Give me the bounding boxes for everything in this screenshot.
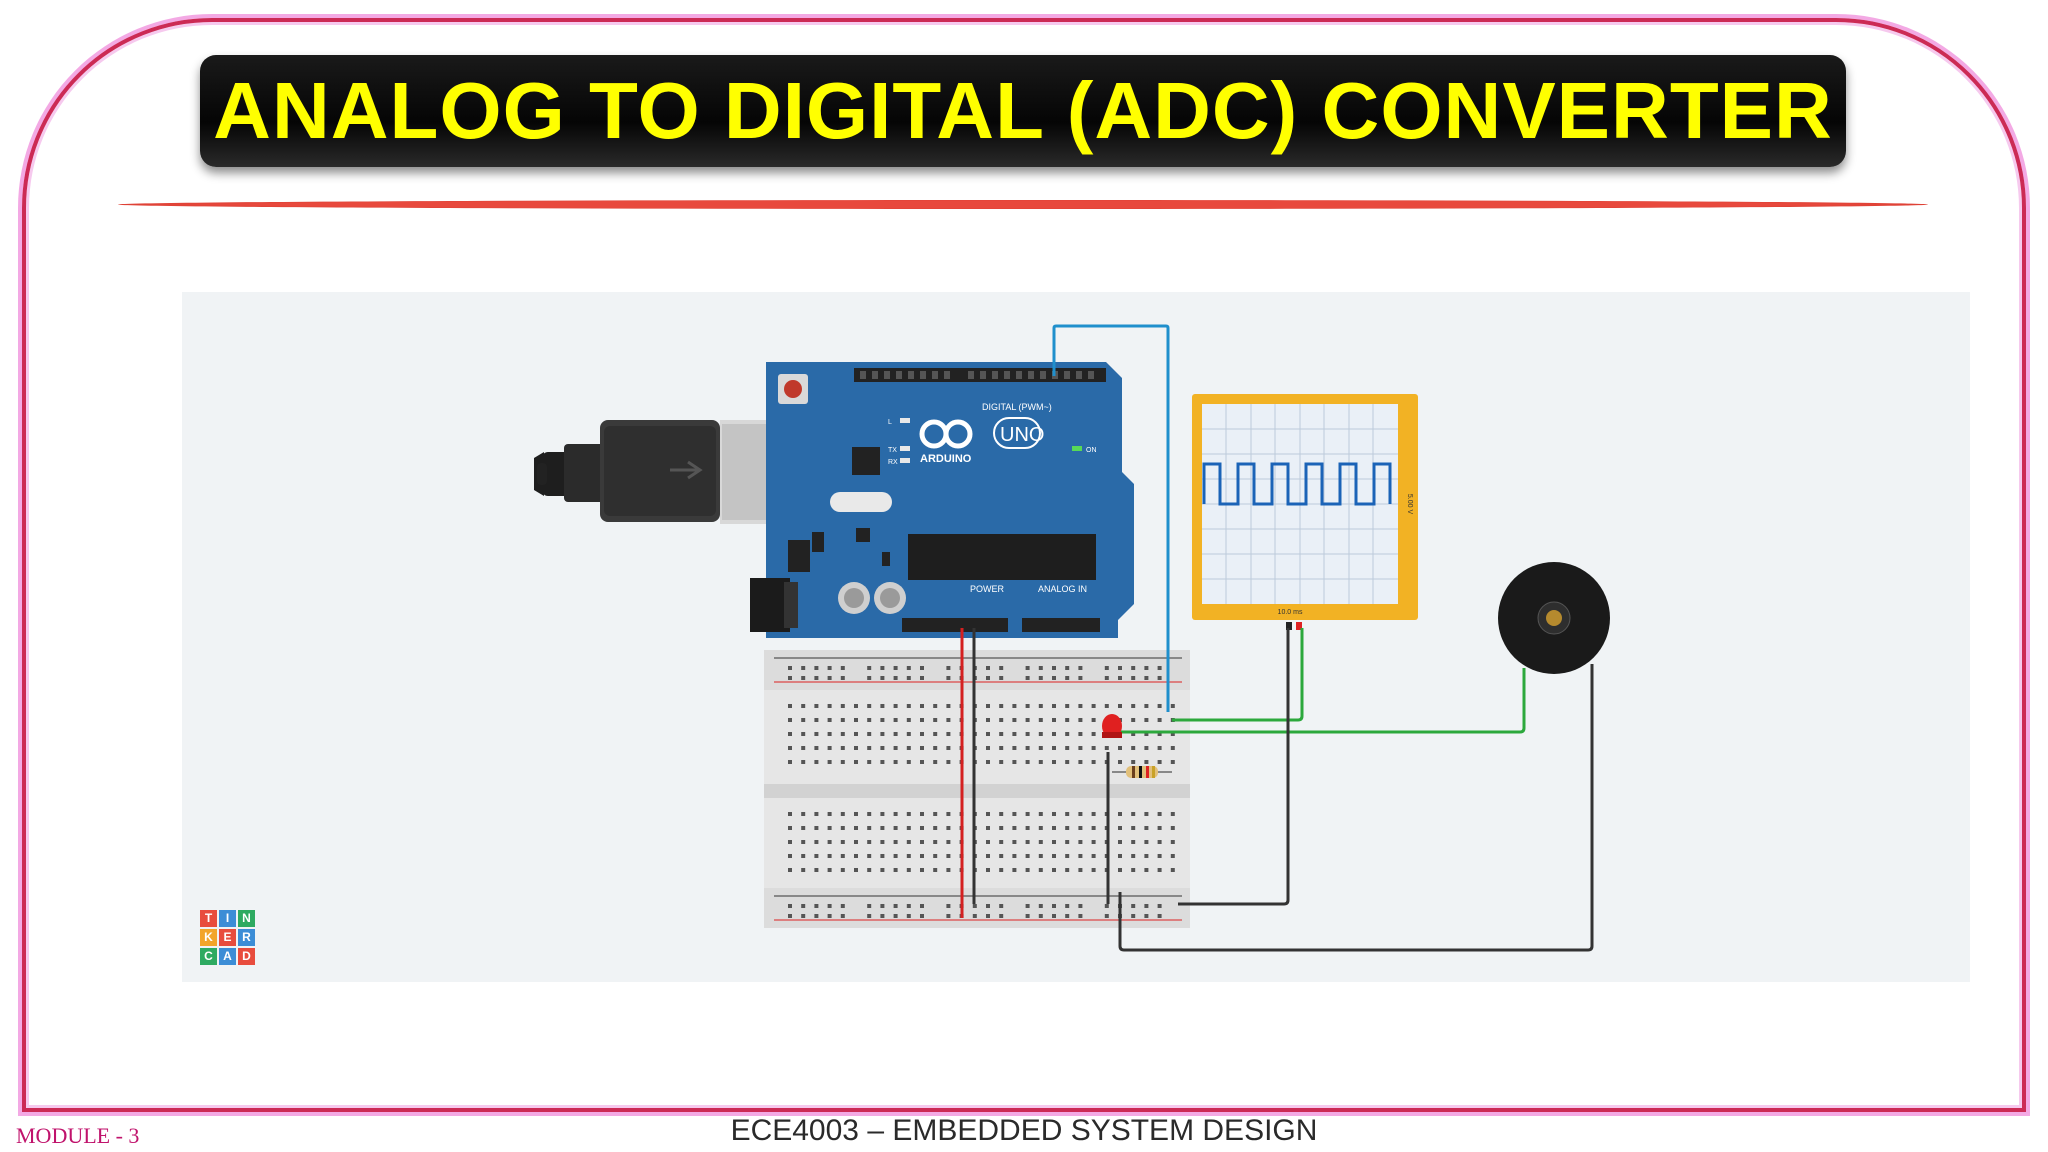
tx-label: TX <box>888 447 897 454</box>
resistor <box>1112 766 1172 778</box>
usb-cable <box>534 420 780 524</box>
power-label: POWER <box>970 584 1005 594</box>
tinkercad-logo-tile: T <box>200 910 217 927</box>
on-label: ON <box>1086 447 1097 454</box>
digital-header-label: DIGITAL (PWM~) <box>982 402 1052 412</box>
blue-wire <box>1052 324 1170 712</box>
power-header <box>902 618 1008 632</box>
slide-title: ANALOG TO DIGITAL (ADC) CONVERTER <box>213 66 1833 155</box>
tinkercad-logo-tile: K <box>200 929 217 946</box>
analog-header <box>1022 618 1100 632</box>
black-wire-scope <box>1178 628 1290 906</box>
piezo-buzzer <box>1498 562 1610 674</box>
title-underline <box>118 200 1928 209</box>
footer-course-title: ECE4003 – EMBEDDED SYSTEM DESIGN <box>730 1114 1318 1147</box>
circuit-diagram: DIGITAL (PWM~) UNO ARDUINO L TX RX ON <box>182 292 1970 982</box>
green-wire-scope <box>1172 628 1304 722</box>
usb-chip <box>852 447 880 475</box>
slide-frame <box>22 18 2026 1112</box>
breadboard <box>764 650 1190 928</box>
arduino-uno-board: DIGITAL (PWM~) UNO ARDUINO L TX RX ON <box>750 362 1134 638</box>
square-wave <box>1202 462 1392 506</box>
tinkercad-logo-tile: A <box>219 948 236 965</box>
tinkercad-logo-tile: R <box>238 929 255 946</box>
title-banner: ANALOG TO DIGITAL (ADC) CONVERTER <box>200 55 1846 167</box>
l-led-label: L <box>888 419 892 426</box>
module-label: MODULE - 3 <box>16 1123 140 1148</box>
red-led <box>1102 714 1122 738</box>
green-wire-buzzer <box>1112 668 1526 734</box>
circuit-svg: DIGITAL (PWM~) UNO ARDUINO L TX RX ON <box>534 324 1610 952</box>
rx-label: RX <box>888 459 898 466</box>
tinkercad-logo-tile: E <box>219 929 236 946</box>
tinkercad-logo-tile: I <box>219 910 236 927</box>
scope-side-label: 5.00 V <box>1406 494 1413 515</box>
power-jack <box>750 578 790 632</box>
arduino-logo: UNO ARDUINO <box>919 417 1044 465</box>
analog-in-label: ANALOG IN <box>1038 584 1087 594</box>
scope-scale-label: 10.0 ms <box>1278 609 1303 616</box>
arduino-logo-text: ARDUINO <box>920 453 972 465</box>
oscilloscope: 10.0 ms 5.00 V <box>1192 394 1418 630</box>
wires <box>960 324 1594 952</box>
crystal <box>830 492 892 512</box>
arduino-model-text: UNO <box>1000 424 1044 446</box>
tinkercad-logo-tile: D <box>238 948 255 965</box>
black-wire-buzzer <box>1118 664 1594 952</box>
tinkercad-logo-tile: C <box>200 948 217 965</box>
tinkercad-logo-tile: N <box>238 910 255 927</box>
atmega-chip <box>908 534 1096 580</box>
